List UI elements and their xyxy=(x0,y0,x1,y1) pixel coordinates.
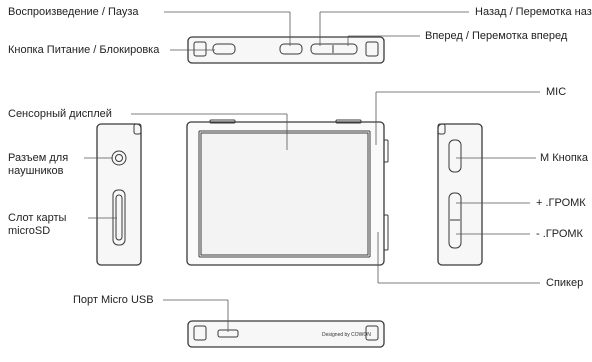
label-volume-up: + .ГРОМК xyxy=(536,197,586,209)
label-power-lock: Кнопка Питание / Блокировка xyxy=(8,44,160,56)
device-bottom-view xyxy=(187,320,385,348)
label-microsd-slot: Слот карты microSD xyxy=(8,212,67,237)
device-left-view xyxy=(96,123,142,266)
label-back-rewind: Назад / Перемотка назад xyxy=(475,6,592,18)
label-headphone-jack: Разъем для наушников xyxy=(8,152,69,177)
label-volume-down: - .ГРОМК xyxy=(536,228,583,240)
label-micro-usb: Порт Micro USB xyxy=(73,294,154,306)
label-mic: MIC xyxy=(546,86,567,98)
device-brand-text: Designed by COWON xyxy=(322,332,371,338)
label-play-pause: Воспроизведение / Пауза xyxy=(8,6,139,18)
label-speaker: Спикер xyxy=(546,277,584,289)
leader-lines xyxy=(84,11,540,332)
device-front-view xyxy=(186,119,389,266)
device-right-view xyxy=(437,123,483,266)
device-top-view xyxy=(187,36,385,64)
label-touch-display: Сенсорный дисплей xyxy=(8,108,112,120)
label-m-button: M Кнопка xyxy=(540,152,588,164)
label-forward-ff: Вперед / Перемотка вперед xyxy=(425,30,568,42)
